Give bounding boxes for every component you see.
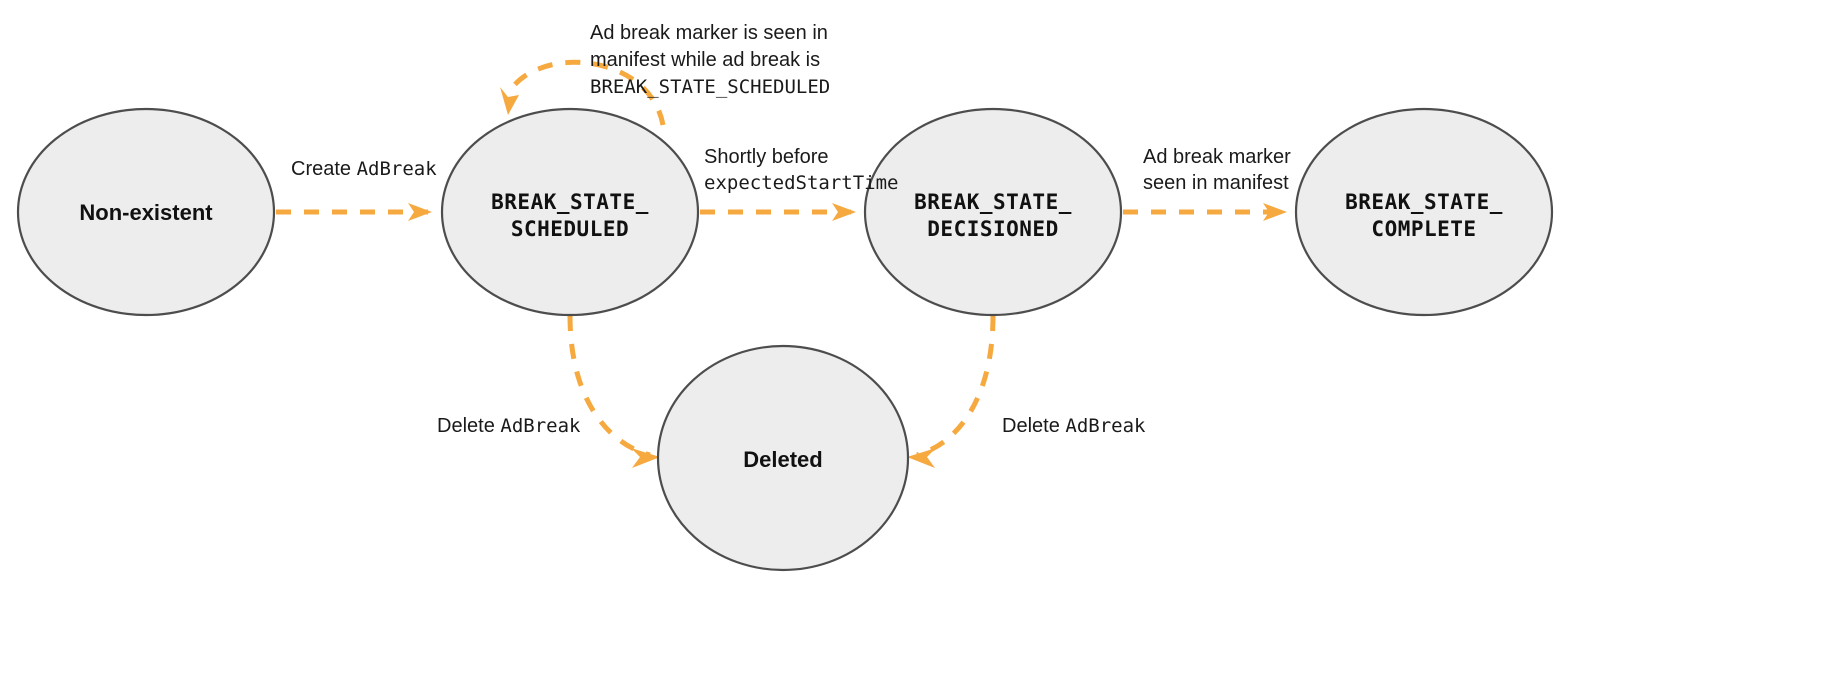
state-node-non-existent-shape [16,107,276,317]
edge-decisioned-to-deleted-arrowhead [907,448,936,468]
edge-label-scheduled-self-loop: Ad break marker is seen in manifest whil… [590,22,830,98]
state-node-break-state-scheduled[interactable]: BREAK_STATE_ SCHEDULED [440,107,700,317]
edge-scheduled-to-deleted-arrowhead [631,448,660,468]
edge-label-create-adbreak-part2: AdBreak [357,158,438,180]
edge-decisioned-to-complete[interactable] [1123,203,1287,221]
state-node-break-state-scheduled-label-line1: BREAK_STATE_ [491,190,649,214]
edge-label-decisioned-to-complete: Ad break marker seen in manifest [1143,146,1291,194]
edge-label-scheduled-self-loop-line3: BREAK_STATE_SCHEDULED [590,76,830,98]
state-node-non-existent-label: Non-existent [79,200,213,225]
state-node-deleted-label: Deleted [743,447,822,472]
state-node-break-state-decisioned[interactable]: BREAK_STATE_ DECISIONED [863,107,1123,317]
edge-decisioned-to-deleted-line [916,315,996,458]
edge-label-create-adbreak: Create AdBreak [291,158,437,180]
edge-scheduled-to-decisioned-arrowhead [832,203,856,221]
edge-label-decisioned-to-deleted-part2: AdBreak [1065,415,1146,437]
edge-scheduled-self-loop-line [510,59,666,126]
state-node-non-existent[interactable]: Non-existent [16,107,276,317]
edge-scheduled-to-decisioned[interactable] [700,203,856,221]
edge-label-scheduled-self-loop-line2: manifest while ad break is [590,49,820,71]
state-node-break-state-decisioned-label-line1: BREAK_STATE_ [914,190,1072,214]
state-node-break-state-complete-label-line2: COMPLETE [1371,217,1476,241]
state-node-deleted[interactable]: Deleted [656,344,910,572]
edge-scheduled-to-deleted[interactable] [567,315,660,468]
edge-label-scheduled-to-deleted-part1: Delete [437,415,500,437]
edge-label-scheduled-self-loop-line1: Ad break marker is seen in [590,22,828,44]
state-node-break-state-decisioned-label-line2: DECISIONED [927,217,1058,241]
edge-create-adbreak[interactable] [276,203,432,221]
state-node-break-state-decisioned-shape [863,107,1123,317]
edge-scheduled-self-loop[interactable] [500,59,666,126]
edge-label-scheduled-to-decisioned-line1: Shortly before [704,146,829,168]
edge-scheduled-self-loop-arrowhead [500,87,519,115]
state-node-break-state-complete[interactable]: BREAK_STATE_ COMPLETE [1294,107,1554,317]
edge-label-decisioned-to-complete-line1: Ad break marker [1143,146,1291,168]
state-node-break-state-scheduled-label-line2: SCHEDULED [511,217,629,241]
state-node-break-state-complete-label-line1: BREAK_STATE_ [1345,190,1503,214]
edge-create-adbreak-arrowhead [408,203,432,221]
state-node-break-state-complete-shape [1294,107,1554,317]
state-node-break-state-scheduled-shape [440,107,700,317]
edge-label-scheduled-to-decisioned-line2: expectedStartTime [704,172,898,194]
edge-decisioned-to-deleted[interactable] [907,315,996,468]
edge-label-decisioned-to-deleted-part1: Delete [1002,415,1065,437]
edge-label-decisioned-to-deleted: Delete AdBreak [1002,415,1146,437]
edge-scheduled-to-deleted-line [567,315,651,458]
edge-label-scheduled-to-decisioned: Shortly before expectedStartTime [704,146,898,194]
state-node-deleted-shape [656,344,910,572]
edge-label-scheduled-to-deleted: Delete AdBreak [437,415,581,437]
edge-label-create-adbreak-part1: Create [291,158,357,180]
edge-label-decisioned-to-complete-line2: seen in manifest [1143,172,1289,194]
edge-label-scheduled-to-deleted-part2: AdBreak [500,415,581,437]
edge-decisioned-to-complete-arrowhead [1263,203,1287,221]
